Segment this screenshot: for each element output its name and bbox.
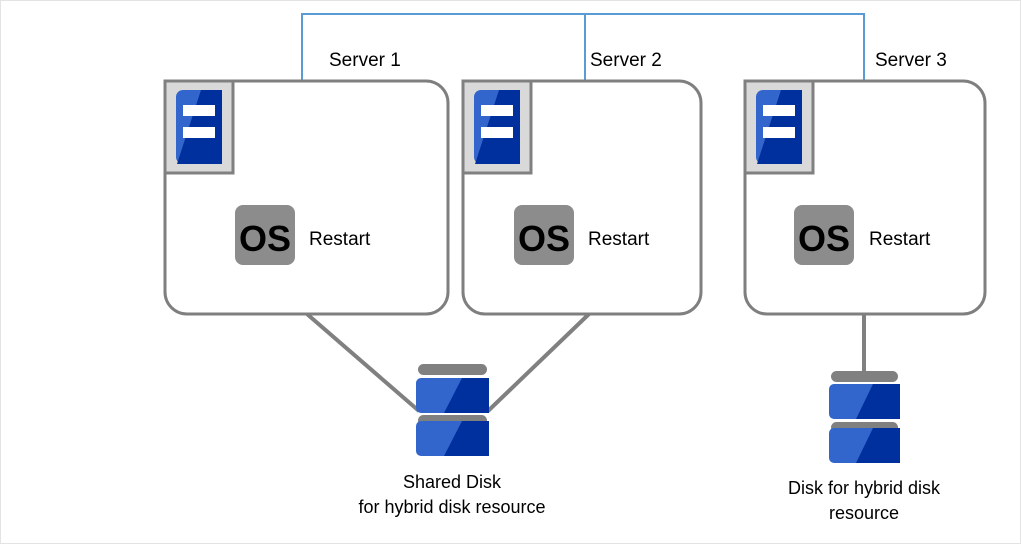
server-2-status-label: Restart — [588, 229, 650, 250]
os-badge-label: OS — [798, 218, 850, 259]
server-1-node[interactable]: OS Restart Server 1 — [163, 50, 450, 316]
server-1-label: Server 1 — [329, 50, 401, 71]
server-3-status-label: Restart — [869, 229, 931, 250]
disk-platter-upper — [829, 384, 900, 419]
os-badge: OS — [235, 205, 295, 265]
server-3-node[interactable]: OS Restart Server 3 — [743, 50, 987, 316]
server-icon — [743, 79, 815, 175]
connector-lines — [305, 312, 866, 413]
server-1-status-label: Restart — [309, 229, 371, 250]
server-3-label: Server 3 — [875, 50, 947, 71]
disk-platter-upper — [416, 378, 489, 413]
connector-server-1-to-shared-disk — [305, 312, 421, 413]
hybrid-disk-caption-line-1: Disk for hybrid disk — [788, 478, 941, 498]
server-2-node[interactable]: OS Restart Server 2 — [461, 50, 703, 316]
disk-band-top — [831, 371, 898, 382]
shared-disk-caption-line-1: Shared Disk — [403, 472, 502, 492]
connector-server-2-to-shared-disk — [486, 312, 591, 413]
server-icon — [461, 79, 533, 175]
disk-band-top — [418, 364, 487, 375]
disk-platter-lower — [829, 428, 900, 463]
os-badge: OS — [514, 205, 574, 265]
os-badge-label: OS — [239, 218, 291, 259]
os-badge-label: OS — [518, 218, 570, 259]
disk-platter-lower — [416, 421, 489, 456]
shared-disk-node[interactable] — [416, 364, 489, 456]
server-icon — [163, 79, 235, 175]
hybrid-disk-caption-line-2: resource — [829, 503, 899, 523]
server-2-label: Server 2 — [590, 50, 662, 71]
shared-disk-caption-line-2: for hybrid disk resource — [358, 497, 545, 517]
shared-disk-caption: Shared Disk for hybrid disk resource — [358, 472, 545, 517]
hybrid-disk-node[interactable] — [829, 371, 900, 463]
os-badge: OS — [794, 205, 854, 265]
hybrid-disk-caption: Disk for hybrid disk resource — [788, 478, 941, 523]
server-group-bracket — [301, 13, 865, 81]
